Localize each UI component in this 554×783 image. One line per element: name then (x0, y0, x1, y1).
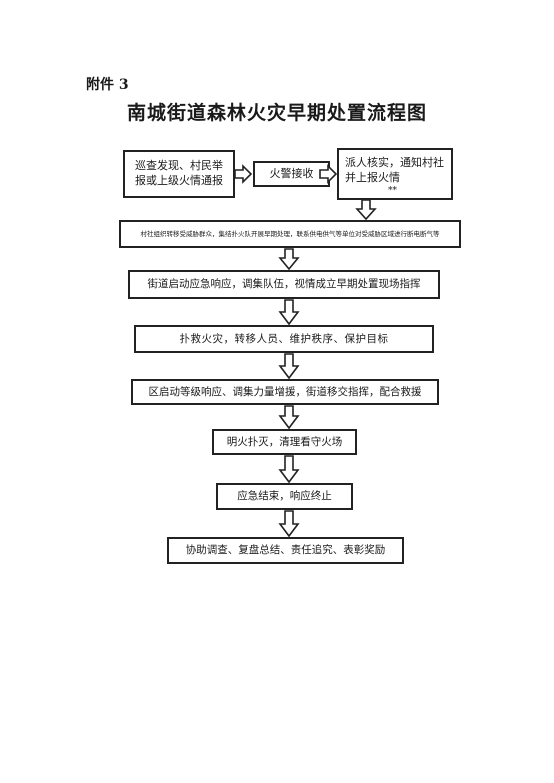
node-fire-fighting: 扑救火灾，转移人员、维护秩序、保护目标 (134, 325, 434, 353)
node-village-response: 村社组织转移受威胁群众，集结扑火队开展早期处理，联系供电供气等单位对受威胁区域进… (119, 220, 461, 248)
attachment-label: 附件 3 (86, 77, 129, 93)
arrow-down-7 (278, 510, 300, 538)
arrow-down-2 (278, 248, 300, 271)
node-district-response: 区启动等级响应、调集力量增援，街道移交指挥，配合救援 (131, 379, 439, 405)
node-alarm-receive: 火警接收 (253, 161, 330, 187)
arrow-down-3 (278, 299, 300, 326)
arrow-right-2 (319, 164, 338, 184)
node-response-end: 应急结束，响应终止 (216, 483, 353, 510)
arrow-down-5 (278, 405, 300, 430)
page-title: 南城街道森林火灾早期处置流程图 (126, 102, 427, 124)
arrow-down-4 (278, 353, 300, 380)
verify-footnote-mark: ** (388, 186, 397, 196)
arrow-down-1 (355, 199, 377, 221)
arrow-right-1 (234, 164, 253, 184)
node-discover: 巡查发现、村民举报或上级火情通报 (123, 150, 235, 198)
arrow-down-6 (278, 455, 300, 484)
node-verify-report: 派人核实，通知村社并上报火情 (337, 148, 453, 200)
node-street-response: 街道启动应急响应，调集队伍，视情成立早期处置现场指挥 (128, 270, 440, 299)
node-aftermath: 协助调查、复盘总结、责任追究、表彰奖励 (167, 537, 404, 564)
node-extinguish: 明火扑灭，清理看守火场 (212, 429, 357, 455)
